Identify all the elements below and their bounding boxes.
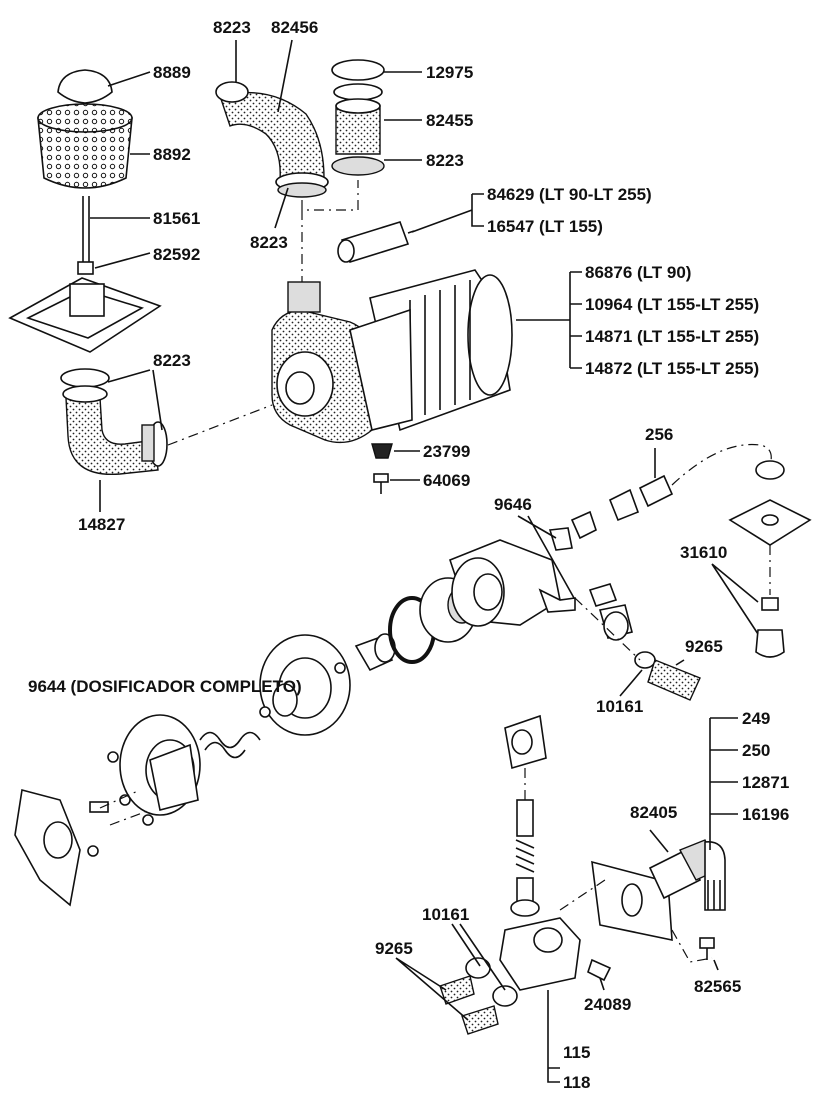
label-8892: 8892 — [153, 145, 191, 164]
part-labels: 8889 8892 81561 82592 8223 14827 8223 82… — [28, 18, 789, 1092]
label-10161-top: 10161 — [596, 697, 643, 716]
label-10964: 10964 (LT 155-LT 255) — [585, 295, 759, 314]
dosifier-pump-body — [449, 539, 576, 627]
label-9265-bottom: 9265 — [375, 939, 413, 958]
label-82455: 82455 — [426, 111, 473, 130]
tank-bracket — [728, 460, 812, 658]
hose-82456 — [215, 81, 329, 198]
dosifier-cover — [119, 714, 201, 816]
label-16547: 16547 (LT 155) — [487, 217, 603, 236]
label-8223-top: 8223 — [213, 18, 251, 37]
label-81561: 81561 — [153, 209, 200, 228]
label-82456: 82456 — [271, 18, 318, 37]
label-31610: 31610 — [680, 543, 727, 562]
label-8223-mid: 8223 — [250, 233, 288, 252]
label-86876: 86876 (LT 90) — [585, 263, 691, 282]
label-249: 249 — [742, 709, 770, 728]
label-14871: 14871 (LT 155-LT 255) — [585, 327, 759, 346]
label-118: 118 — [563, 1073, 590, 1092]
label-8889: 8889 — [153, 63, 191, 82]
dosifier-diaphragm — [259, 634, 351, 736]
valve-bracket-plate — [591, 860, 673, 941]
foot-screw — [373, 473, 389, 494]
clip-24089 — [587, 958, 612, 982]
label-16196: 16196 — [742, 805, 789, 824]
hoses-bottom — [439, 957, 518, 1035]
leader-lines — [90, 39, 759, 1083]
label-82565: 82565 — [694, 977, 741, 996]
hose-256 — [638, 474, 674, 508]
label-8223-right: 8223 — [426, 151, 464, 170]
label-82405: 82405 — [630, 803, 677, 822]
label-23799: 23799 — [423, 442, 470, 461]
label-9644: 9644 (DOSIFICADOR COMPLETO) — [28, 677, 302, 696]
hose-9265-top — [634, 651, 701, 701]
dosifier-spring — [199, 731, 261, 759]
label-250: 250 — [742, 741, 770, 760]
label-84629: 84629 (LT 90-LT 255) — [487, 185, 652, 204]
heater-cartridge — [337, 221, 415, 263]
label-9265-top: 9265 — [685, 637, 723, 656]
hose-82455 — [331, 59, 385, 176]
filter-nut — [77, 261, 94, 275]
label-82592: 82592 — [153, 245, 200, 264]
screw-82565 — [699, 937, 715, 960]
label-14827: 14827 — [78, 515, 125, 534]
elbow-hose-left — [60, 368, 168, 476]
illustration — [8, 59, 812, 1035]
label-8223-left: 8223 — [153, 351, 191, 370]
fittings-9646 — [548, 488, 640, 641]
label-12871: 12871 — [742, 773, 789, 792]
label-115: 115 — [563, 1043, 590, 1062]
filter-canister — [37, 103, 133, 189]
filter-bracket — [8, 277, 162, 353]
rubber-foot — [371, 443, 393, 459]
label-24089: 24089 — [584, 995, 631, 1014]
solenoid-valve — [499, 714, 581, 991]
label-64069: 64069 — [423, 471, 470, 490]
pump-motor-assembly — [271, 269, 513, 444]
label-12975: 12975 — [426, 63, 473, 82]
label-9646: 9646 — [494, 495, 532, 514]
label-256: 256 — [645, 425, 673, 444]
label-10161-bottom: 10161 — [422, 905, 469, 924]
label-14872: 14872 (LT 155-LT 255) — [585, 359, 759, 378]
